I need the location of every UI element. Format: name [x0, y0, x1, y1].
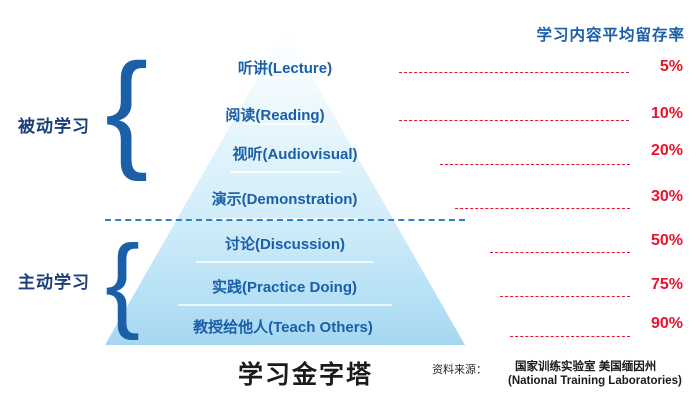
pyramid-body	[105, 30, 465, 345]
retention-value-2: 10%	[650, 105, 683, 122]
retention-value-3: 20%	[650, 142, 683, 159]
brace-passive: {	[105, 36, 149, 182]
retention-value-4: 30%	[650, 188, 683, 205]
source-prefix: 资料来源：	[432, 364, 487, 376]
pyramid-layer-label-7: 教授给他人(Teach Others)	[193, 319, 373, 336]
pyramid-layer-label-5: 讨论(Discussion)	[224, 236, 345, 253]
brace-active: {	[105, 224, 141, 341]
pyramid-layer-label-2: 阅读(Reading)	[225, 107, 325, 124]
retention-dash-1	[399, 72, 629, 73]
group-label-active: 主动学习	[18, 273, 90, 292]
retention-dash-6	[500, 296, 630, 297]
retention-column-title: 学习内容平均留存率	[536, 27, 685, 44]
retention-value-6: 75%	[650, 276, 683, 293]
retention-dash-7	[510, 336, 630, 337]
pyramid-layer-label-3: 视听(Audiovisual)	[232, 146, 358, 163]
retention-dash-5	[490, 252, 630, 253]
diagram-title: 学习金字塔	[238, 361, 374, 389]
passive-active-divider	[105, 219, 465, 221]
retention-dash-2	[399, 120, 629, 121]
source-line-2: (National Training Laboratories)	[508, 375, 682, 387]
retention-dash-3	[440, 164, 630, 165]
group-label-passive: 被动学习	[18, 117, 90, 136]
source-line-1: 国家训练实验室 美国缅因州	[515, 361, 657, 373]
pyramid-layer-label-6: 实践(Practice Doing)	[211, 279, 358, 296]
pyramid-layer-label-1: 听讲(Lecture)	[237, 60, 333, 77]
retention-value-7: 90%	[650, 315, 683, 332]
pyramid-layer-label-4: 演示(Demonstration)	[211, 191, 358, 208]
retention-dash-4	[455, 208, 630, 209]
retention-value-1: 5%	[659, 58, 683, 75]
retention-value-5: 50%	[650, 232, 683, 249]
